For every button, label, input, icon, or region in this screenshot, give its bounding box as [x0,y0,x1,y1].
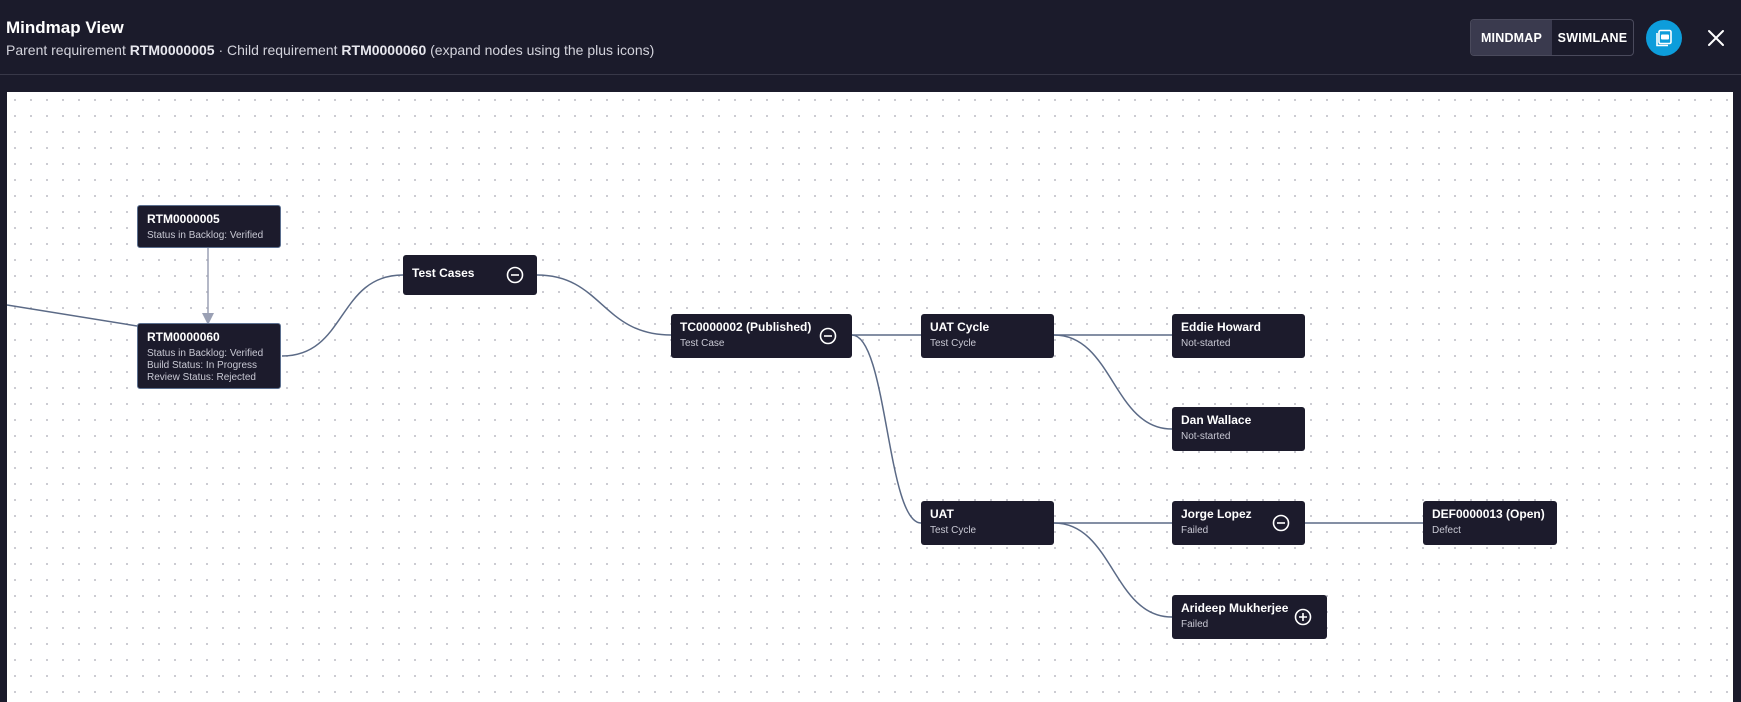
child-id: RTM0000060 [341,42,427,58]
node-tc0000002[interactable]: TC0000002 (Published) Test Case [671,314,852,358]
pdf-export-button[interactable] [1646,20,1682,56]
mindmap-tab[interactable]: MINDMAP [1471,20,1552,55]
node-test-cases[interactable]: Test Cases [403,255,537,295]
node-status: Not-started [1181,338,1231,349]
collapse-icon[interactable] [506,266,524,284]
node-eddie-howard[interactable]: Eddie Howard Not-started [1172,314,1305,358]
view-toggle: MINDMAP SWIMLANE [1470,19,1634,56]
node-title: RTM0000005 [147,212,220,226]
node-title: Jorge Lopez [1181,507,1252,521]
swimlane-tab[interactable]: SWIMLANE [1557,30,1628,45]
node-title: DEF0000013 (Open) [1432,507,1545,521]
edge-testcases-tc2 [536,274,672,336]
edge-offscreen-rtm60 [7,304,138,327]
edge-uatcycle-dan [1053,334,1173,430]
node-dan-wallace[interactable]: Dan Wallace Not-started [1172,407,1305,451]
edge-uat-arideep [1053,522,1173,618]
node-uat[interactable]: UAT Test Cycle [921,501,1054,545]
subtitle-separator: · [218,42,224,58]
edge-rtm60-testcases [281,274,404,357]
page-title: Mindmap View [6,18,124,37]
expand-icon[interactable] [1294,608,1312,626]
collapse-icon[interactable] [819,327,837,345]
node-status: Failed [1181,525,1209,536]
node-detail: Build Status: In Progress [147,360,258,371]
node-title: Dan Wallace [1181,413,1252,427]
node-status: Failed [1181,619,1209,630]
edge-tc2-uat [851,334,922,524]
node-def0000013[interactable]: DEF0000013 (Open) Defect [1423,501,1557,545]
parent-id: RTM0000005 [129,42,215,58]
node-status: Not-started [1181,431,1231,442]
node-title: RTM0000060 [147,330,220,344]
node-title: UAT Cycle [930,320,990,334]
node-type: Test Case [680,338,725,349]
subtitle-hint: (expand nodes using the plus icons) [430,42,655,58]
node-detail: Status in Backlog: Verified [147,348,264,359]
node-rtm0000005[interactable]: RTM0000005 Status in Backlog: Verified [137,205,281,248]
node-type: Test Cycle [930,525,977,536]
edge-layer [7,248,1423,618]
child-label: Child requirement [227,42,338,58]
node-type: Test Cycle [930,338,977,349]
node-detail: Review Status: Rejected [147,372,256,383]
node-jorge-lopez[interactable]: Jorge Lopez Failed [1172,501,1305,545]
node-detail: Status in Backlog: Verified [147,230,264,241]
node-title: Arideep Mukherjee [1181,601,1289,615]
pdf-icon [1656,29,1672,47]
node-rtm0000060[interactable]: RTM0000060 Status in Backlog: Verified B… [137,323,281,389]
node-arideep-mukherjee[interactable]: Arideep Mukherjee Failed [1172,595,1327,639]
node-title: Test Cases [412,266,475,280]
node-title: TC0000002 (Published) [680,320,812,334]
node-uat-cycle[interactable]: UAT Cycle Test Cycle [921,314,1054,358]
modal-header: Mindmap View Parent requirement RTM00000… [0,0,1741,75]
parent-label: Parent requirement [6,42,126,58]
collapse-icon[interactable] [1272,514,1290,532]
node-title: Eddie Howard [1181,320,1262,334]
node-title: UAT [930,507,954,521]
close-icon [1708,30,1724,46]
mindmap-canvas[interactable]: RTM0000005 Status in Backlog: Verified R… [7,92,1733,702]
close-button[interactable] [1700,22,1732,54]
page-subtitle: Parent requirement RTM0000005 · Child re… [6,42,654,58]
node-type: Defect [1432,525,1461,536]
